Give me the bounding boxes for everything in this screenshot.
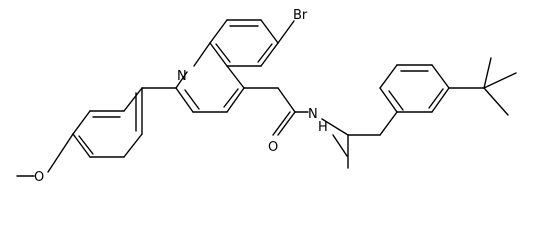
ether-oxygen-label: O <box>34 170 44 185</box>
amide-hydrogen-label: H <box>318 120 328 135</box>
quinoline-core <box>175 19 279 113</box>
bromine-bond <box>277 20 295 44</box>
amide-nitrogen-label: N <box>308 107 318 122</box>
molecule-structure-diagram: Br N N H O O <box>16 8 517 185</box>
methoxyphenyl-group <box>16 87 177 177</box>
carboxamide-group <box>243 87 348 157</box>
amide-oxygen-label: O <box>268 140 278 155</box>
tert-butylphenyl-ethyl-group <box>321 57 517 169</box>
bromine-label: Br <box>293 8 308 23</box>
ring-nitrogen-label: N <box>177 69 187 84</box>
